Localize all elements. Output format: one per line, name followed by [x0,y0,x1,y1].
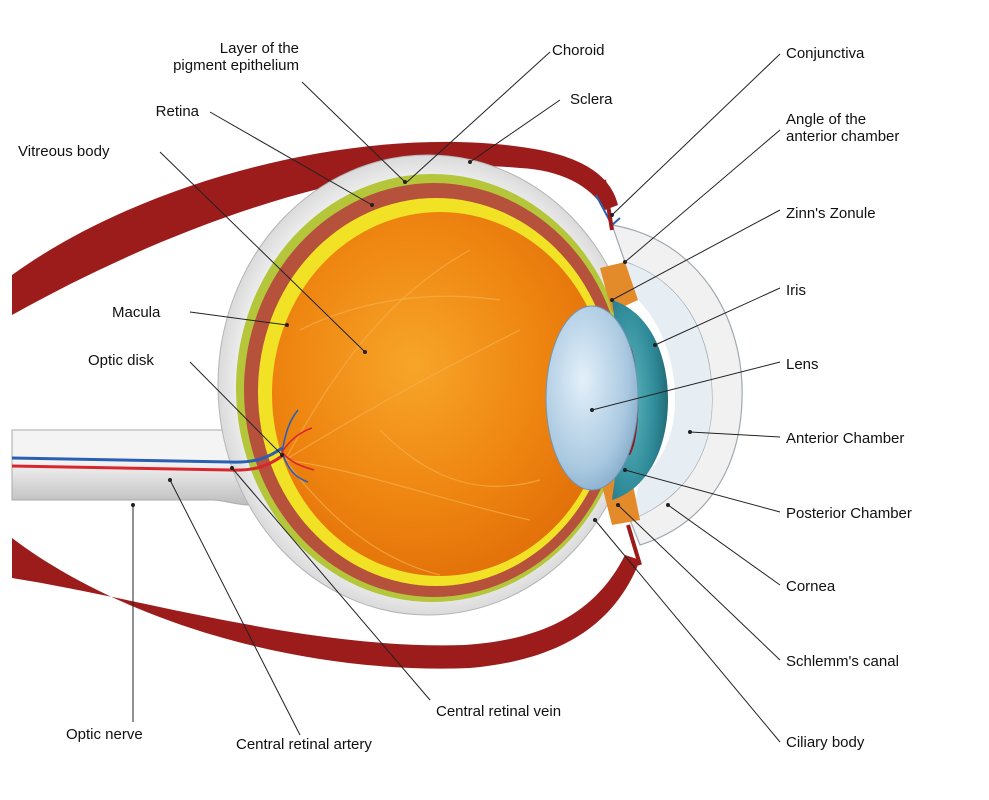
label-retina: Retina [155,103,199,120]
label-sclera: Sclera [570,91,613,108]
lower-muscle [12,538,640,669]
vitreous-body [272,212,608,576]
label-iris: Iris [786,282,806,299]
leader-lines [132,51,781,743]
label-cornea: Cornea [786,578,836,595]
label-choroid: Choroid [552,42,605,59]
retinal-vessel-traces [284,249,541,576]
label-ciliary-body: Ciliary body [786,734,865,751]
label-posterior-chamber: Posterior Chamber [786,505,912,522]
lens-shape [545,305,639,491]
central-retinal-artery-line [11,454,283,472]
label-anterior-chamber: Anterior Chamber [786,430,905,447]
label-central-retinal-artery: Central retinal artery [236,736,372,753]
upper-muscle [12,141,618,315]
label-conjunctiva: Conjunctiva [786,45,865,62]
label-angle-anterior-chamber: Angle of the anterior chamber [786,111,900,145]
label-vitreous-body: Vitreous body [18,143,110,160]
muscle-tendon-lower [626,524,642,566]
muscle-tendon-upper [602,179,614,231]
label-layer-pigment-epithelium: Layer of the pigment epithelium [173,40,299,74]
leader-dots [131,160,692,522]
label-macula: Macula [112,304,161,321]
label-optic-nerve: Optic nerve [66,726,143,743]
label-central-retinal-vein: Central retinal vein [436,703,562,720]
ciliary-body-upper [600,262,638,312]
anterior-chamber-shape [625,262,712,520]
label-zinns-zonule: Zinn's Zonule [786,205,876,222]
label-optic-disk: Optic disk [88,352,154,369]
label-lens: Lens [786,356,819,373]
label-schlemms-canal: Schlemm's canal [786,653,899,670]
